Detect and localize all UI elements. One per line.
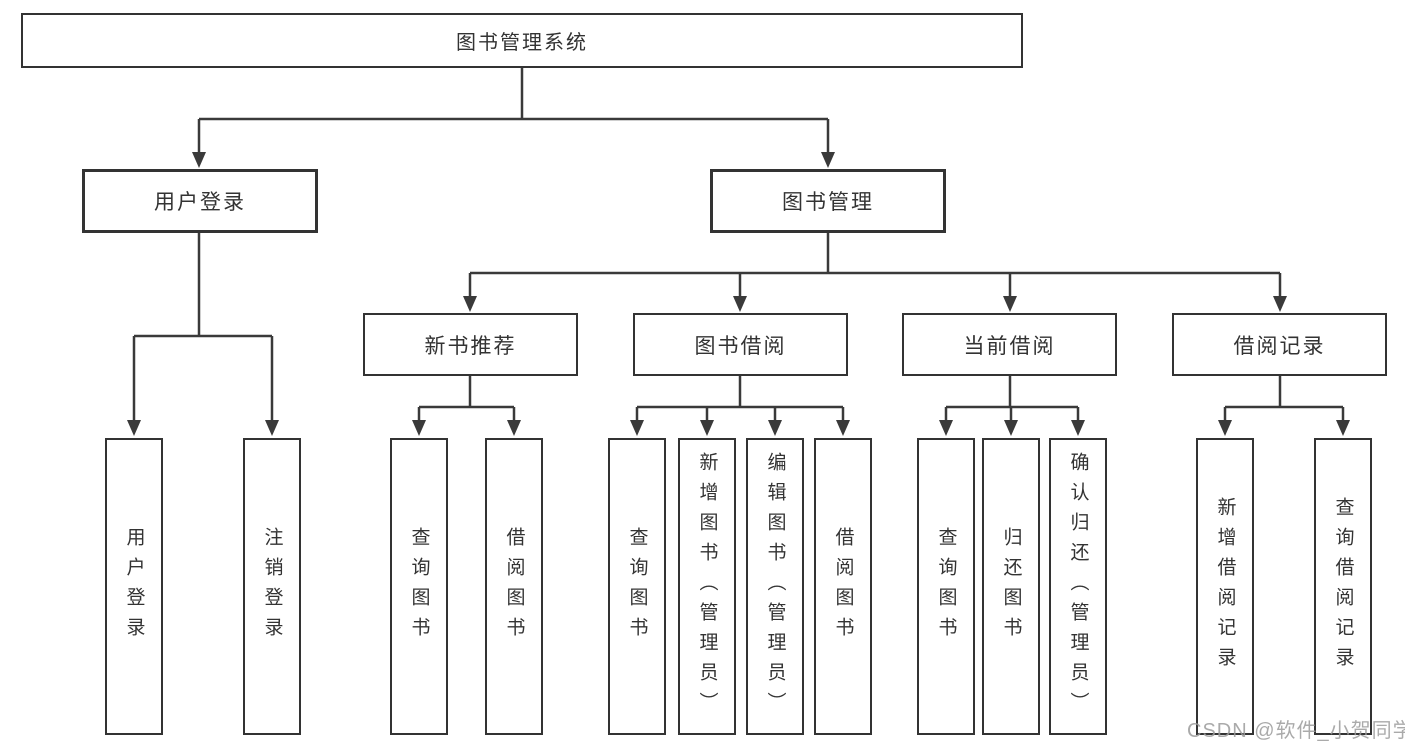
leaf-node-add-book-admin-label: 新增图书（管理员） xyxy=(696,451,718,722)
leaf-node-edit-book-admin: 编辑图书（管理员） xyxy=(746,438,804,735)
leaf-node-logout: 注销登录 xyxy=(243,438,301,735)
arrowhead-icon xyxy=(821,152,835,168)
arrowhead-icon xyxy=(768,420,782,436)
arrowhead-icon xyxy=(700,420,714,436)
arrowheads xyxy=(127,152,1350,436)
node-current-borrow-label: 当前借阅 xyxy=(963,334,1056,358)
leaf-node-return-book-label: 归还图书 xyxy=(1000,526,1022,647)
leaf-node-query-books-3: 查询图书 xyxy=(917,438,975,735)
leaf-node-confirm-return-admin: 确认归还（管理员） xyxy=(1049,438,1107,735)
leaf-node-add-borrow-record-label: 新增借阅记录 xyxy=(1214,496,1236,677)
arrowhead-icon xyxy=(1273,296,1287,312)
node-current-borrow: 当前借阅 xyxy=(902,313,1117,376)
leaf-node-query-books-1: 查询图书 xyxy=(390,438,448,735)
arrowhead-icon xyxy=(630,420,644,436)
node-book-borrow-label: 图书借阅 xyxy=(694,334,787,358)
csdn-watermark: CSDN @软件_小贺同学 xyxy=(1187,720,1405,742)
node-user-login-label: 用户登录 xyxy=(154,191,246,214)
node-book-management: 图书管理 xyxy=(710,169,946,233)
arrowhead-icon xyxy=(939,420,953,436)
arrowhead-icon xyxy=(127,420,141,436)
node-borrow-records: 借阅记录 xyxy=(1172,313,1387,376)
arrowhead-icon xyxy=(265,420,279,436)
arrow-stems xyxy=(132,119,1345,422)
node-root-system: 图书管理系统 xyxy=(21,13,1023,68)
leaf-node-borrow-books-2: 借阅图书 xyxy=(814,438,872,735)
leaf-node-return-book: 归还图书 xyxy=(982,438,1040,735)
leaf-node-add-borrow-record: 新增借阅记录 xyxy=(1196,438,1254,735)
leaf-node-query-borrow-record: 查询借阅记录 xyxy=(1314,438,1372,735)
node-book-management-label: 图书管理 xyxy=(782,191,874,214)
leaf-node-query-borrow-record-label: 查询借阅记录 xyxy=(1332,496,1354,677)
arrowhead-icon xyxy=(463,296,477,312)
node-borrow-records-label: 借阅记录 xyxy=(1233,334,1326,358)
leaf-node-query-books-2: 查询图书 xyxy=(608,438,666,735)
arrowhead-icon xyxy=(1071,420,1085,436)
arrowhead-icon xyxy=(1218,420,1232,436)
arrowhead-icon xyxy=(1004,420,1018,436)
node-new-book-recommend-label: 新书推荐 xyxy=(424,334,517,358)
leaf-node-query-books-1-label: 查询图书 xyxy=(408,526,430,647)
arrowhead-icon xyxy=(192,152,206,168)
arrowhead-icon xyxy=(1003,296,1017,312)
leaf-node-confirm-return-admin-label: 确认归还（管理员） xyxy=(1067,451,1089,722)
arrowhead-icon xyxy=(507,420,521,436)
leaf-node-user-login: 用户登录 xyxy=(105,438,163,735)
leaf-node-user-login-label: 用户登录 xyxy=(123,526,145,647)
leaf-node-edit-book-admin-label: 编辑图书（管理员） xyxy=(764,451,786,722)
leaf-node-add-book-admin: 新增图书（管理员） xyxy=(678,438,736,735)
leaf-node-borrow-books-2-label: 借阅图书 xyxy=(832,526,854,647)
node-book-borrow: 图书借阅 xyxy=(633,313,848,376)
leaf-node-query-books-3-label: 查询图书 xyxy=(935,526,957,647)
leaf-node-query-books-2-label: 查询图书 xyxy=(626,526,648,647)
arrowhead-icon xyxy=(836,420,850,436)
arrowhead-icon xyxy=(1336,420,1350,436)
leaf-node-borrow-books-1: 借阅图书 xyxy=(485,438,543,735)
leaf-node-borrow-books-1-label: 借阅图书 xyxy=(503,526,525,647)
node-new-book-recommend: 新书推荐 xyxy=(363,313,578,376)
arrowhead-icon xyxy=(733,296,747,312)
node-user-login: 用户登录 xyxy=(82,169,318,233)
node-root-label: 图书管理系统 xyxy=(456,32,588,54)
arrowhead-icon xyxy=(412,420,426,436)
tree-branch-lines xyxy=(134,68,1343,409)
leaf-node-logout-label: 注销登录 xyxy=(261,526,283,647)
